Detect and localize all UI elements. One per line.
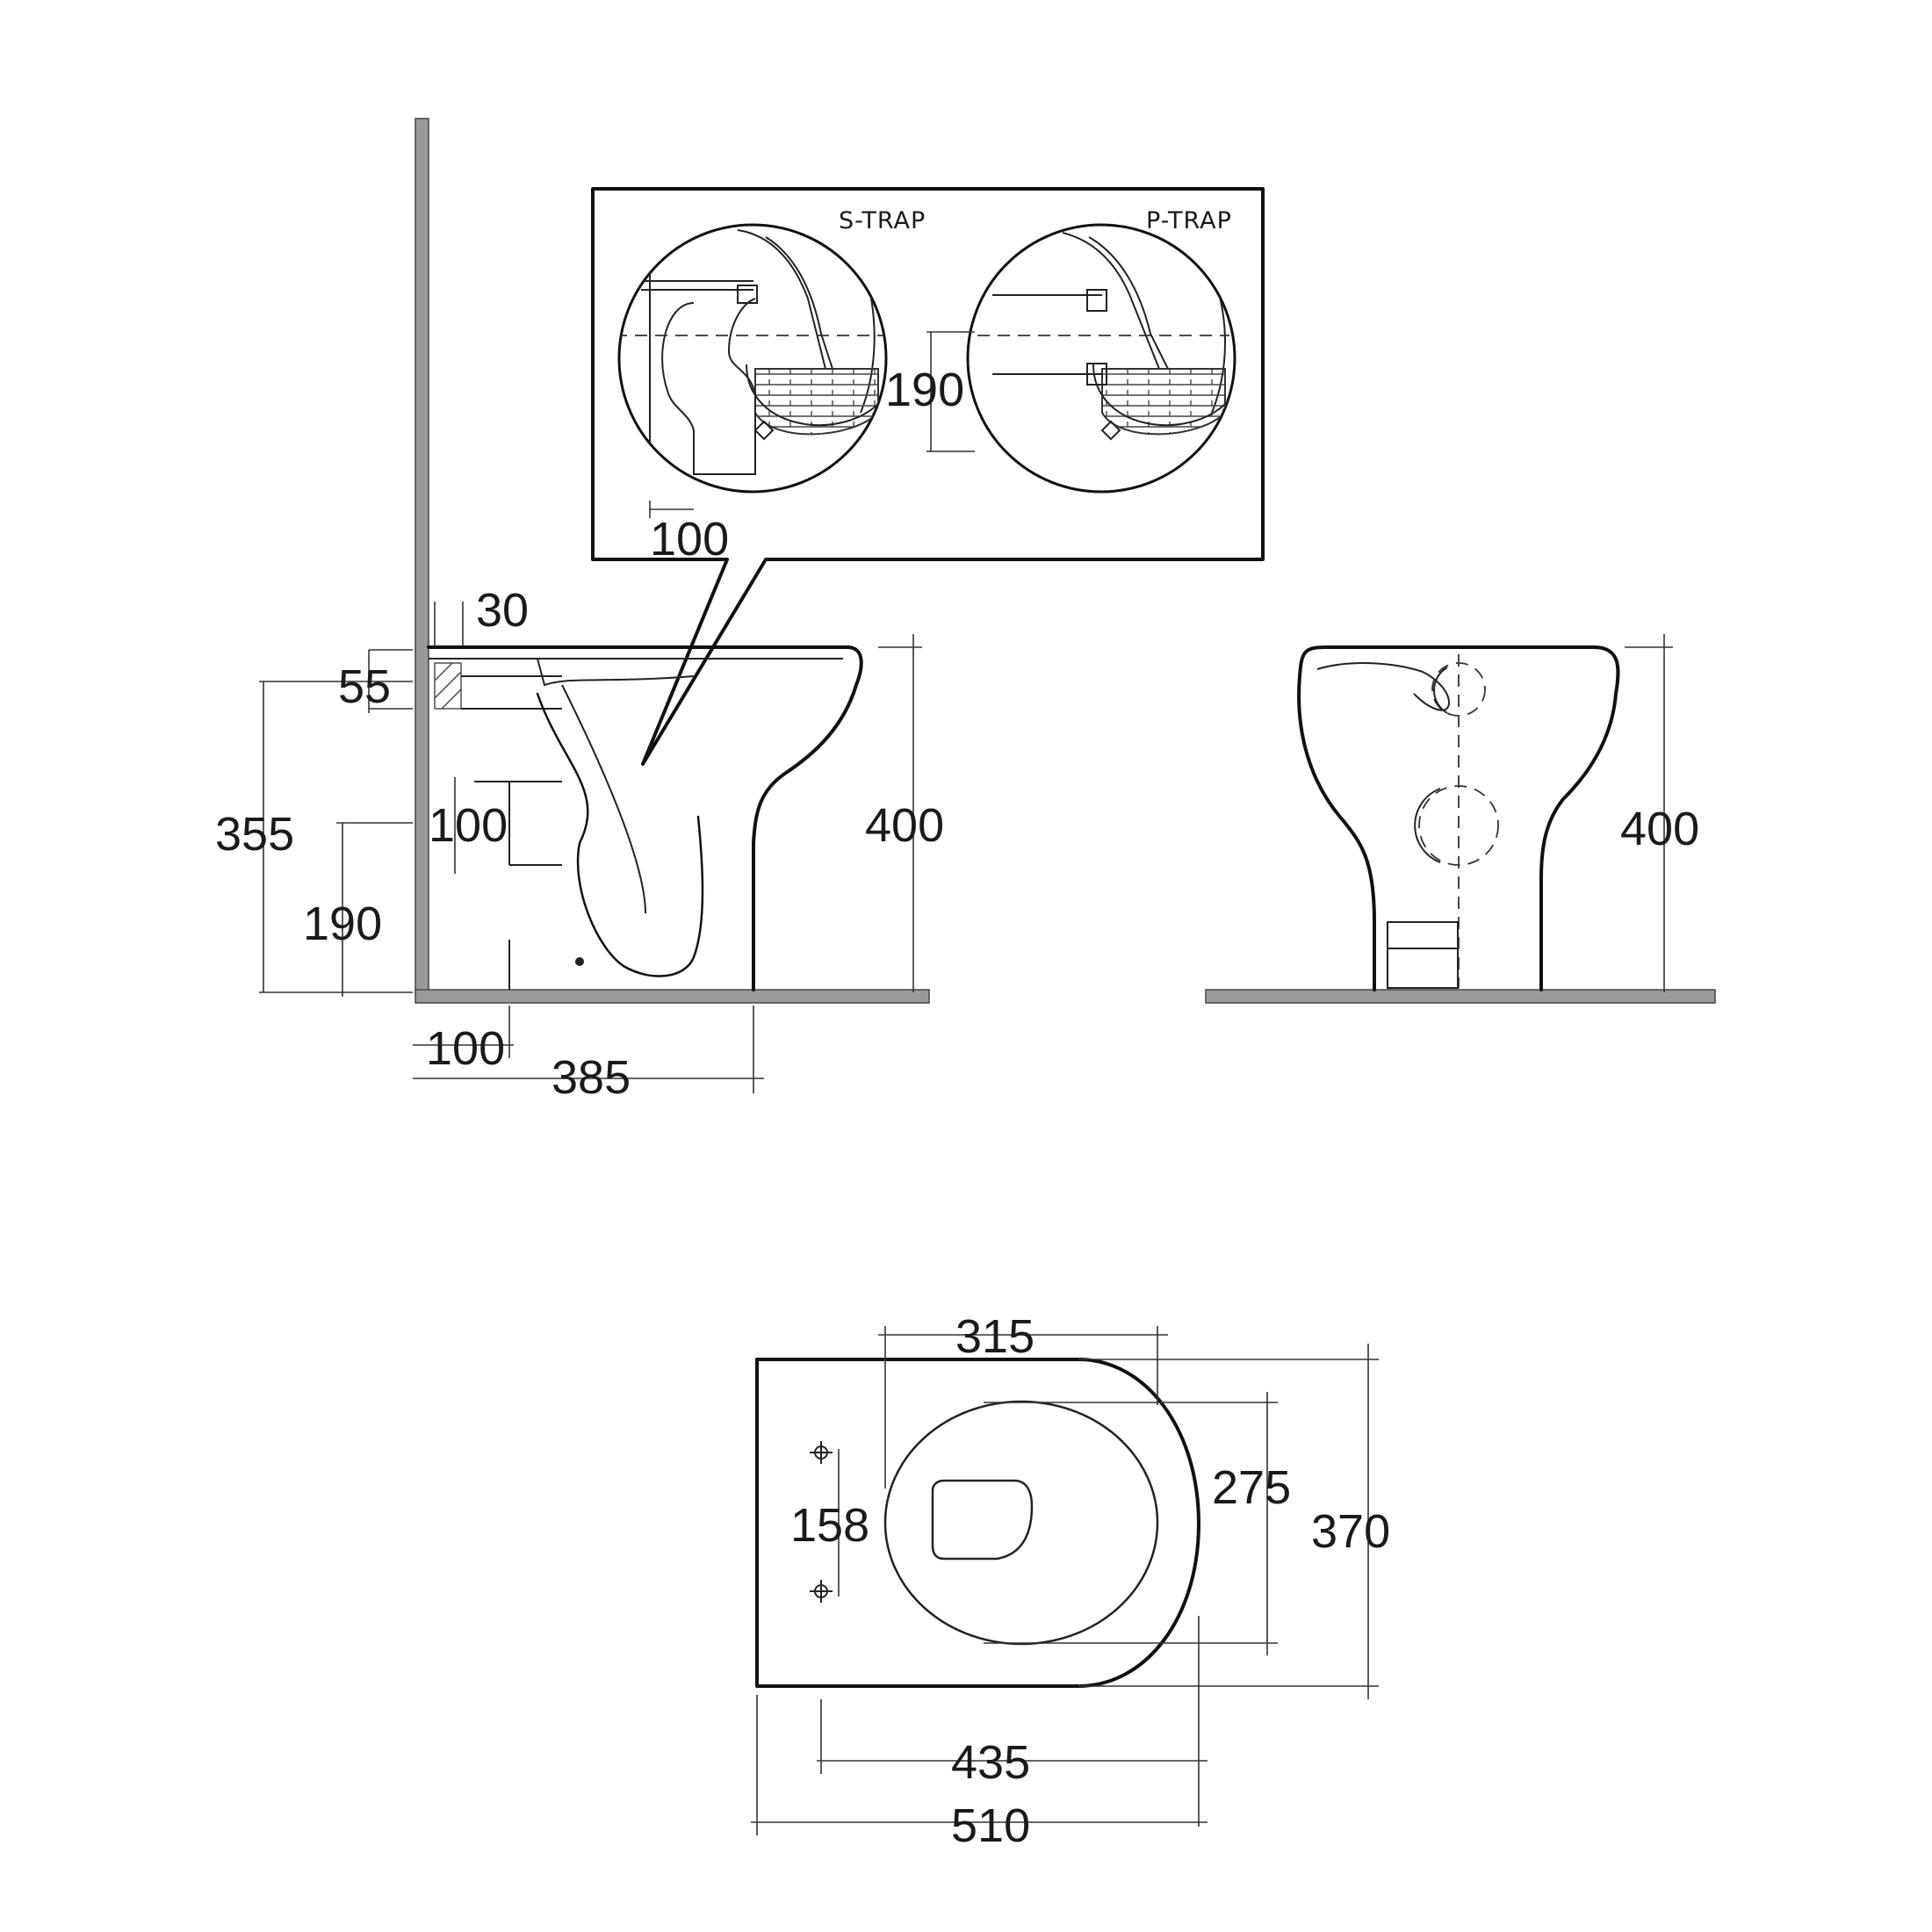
p-trap-detail <box>966 223 1236 494</box>
p-trap-label: P-TRAP <box>1146 207 1232 234</box>
fixing-hole-bottom <box>810 1580 833 1603</box>
overall-length-dim-label: 510 <box>951 1799 1030 1852</box>
wall-gap-dim-label: 30 <box>476 584 529 637</box>
detail-callout-frame <box>591 187 1265 766</box>
floor-side <box>415 989 930 1004</box>
side-view: 355 190 55 30 100 400 100 385 <box>215 118 944 1104</box>
plan-view: 315 158 275 370 435 510 <box>751 1310 1390 1852</box>
seat-depth-dim-label: 275 <box>1212 1461 1291 1514</box>
side-overall-height-dim-label: 400 <box>865 799 944 852</box>
s-trap-label: S-TRAP <box>839 207 926 234</box>
wall-to-outlet-dim-label: 100 <box>426 1022 505 1075</box>
wall <box>415 118 429 993</box>
front-overall-height-dim-label: 400 <box>1620 803 1699 855</box>
floor-front <box>1205 989 1716 1004</box>
inlet-height-dim-label: 355 <box>215 808 294 861</box>
seat-width-dim-label: 315 <box>955 1310 1034 1363</box>
trap-height-dim-label: 190 <box>885 364 964 416</box>
fixing-spacing-dim-label: 158 <box>790 1499 869 1552</box>
front-view: 400 <box>1205 634 1716 1004</box>
overall-width-dim-label: 370 <box>1311 1505 1390 1558</box>
projection-dim-label: 385 <box>551 1051 631 1104</box>
outlet-size-dim-label: 100 <box>429 799 508 852</box>
cistern-height-dim-label: 55 <box>338 660 391 713</box>
s-trap-detail <box>617 223 888 494</box>
fixing-hole-top <box>810 1441 833 1464</box>
seat-length-dim-label: 435 <box>951 1736 1030 1789</box>
outlet-height-dim-label: 190 <box>303 898 382 950</box>
trap-offset-dim-label: 100 <box>650 513 729 566</box>
trap-detail-panel: S-TRAP P-TRAP <box>591 187 1265 766</box>
